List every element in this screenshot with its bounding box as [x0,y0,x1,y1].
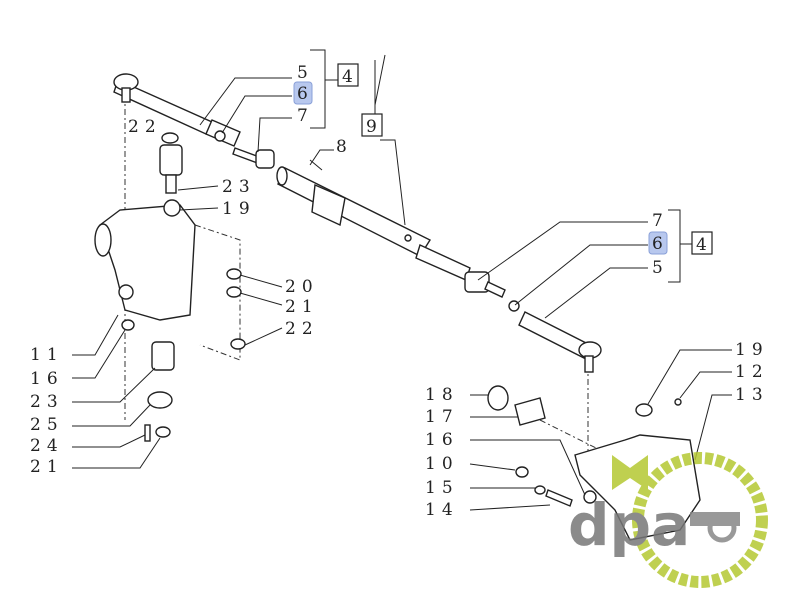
callout-nut-22-mid[interactable]: 22 [285,319,319,339]
callout-screw-24[interactable]: 24 [30,436,64,456]
callout-upper-6[interactable]: 6 [297,84,314,104]
callout-arm-13[interactable]: 13 [735,385,769,405]
callout-bush-19-right[interactable]: 19 [735,340,769,360]
callout-upper-assembly-4[interactable]: 4 [342,67,359,87]
dpa-logo: dpa [568,452,768,588]
callout-lower-7[interactable]: 7 [652,211,669,231]
steering-cylinder [276,159,471,281]
highlight-marker [293,81,313,105]
upper-tie-rod [113,73,275,169]
callout-bolt-8[interactable]: 8 [336,137,353,157]
leader-lines [72,49,732,511]
callout-nut-21-mid[interactable]: 21 [285,297,319,317]
callout-box [337,63,359,87]
callout-upper-7[interactable]: 7 [297,106,314,126]
callout-labels: 5674982223192021221116232524217654191213… [30,63,769,520]
callout-plate-25[interactable]: 25 [30,415,64,435]
logo-text: dpa [568,491,690,559]
callout-washer-10[interactable]: 10 [425,454,459,474]
callout-nut-15[interactable]: 15 [425,478,459,498]
callout-knuckle-11[interactable]: 11 [30,345,64,365]
lower-tie-rod [464,271,602,373]
callout-lower-5[interactable]: 5 [652,258,669,278]
callout-pin-23-top[interactable]: 23 [222,177,256,197]
steering-knuckle-left [94,132,246,442]
highlight-marker [648,231,668,255]
callout-lower-6[interactable]: 6 [652,234,669,254]
callout-bush-19-left[interactable]: 19 [222,199,256,219]
callout-seal-18[interactable]: 18 [425,385,459,405]
callout-assembly-9[interactable]: 9 [366,117,383,137]
callout-washer-20[interactable]: 20 [285,277,319,297]
callout-cap-16-right[interactable]: 16 [425,430,459,450]
callout-nut-22-top[interactable]: 22 [128,117,162,137]
callout-nut-21-bottom[interactable]: 21 [30,457,64,477]
callout-fitting-12[interactable]: 12 [735,362,769,382]
gear-logo-icon [632,452,768,588]
callout-cap-16-left[interactable]: 16 [30,369,64,389]
callout-pin-23-bottom[interactable]: 23 [30,392,64,412]
callout-box [691,231,713,255]
wheat-icon [612,455,648,490]
callout-upper-5[interactable]: 5 [297,63,314,83]
callout-bolt-14[interactable]: 14 [425,500,459,520]
axis-bracket-left [194,224,241,361]
callout-bush-17[interactable]: 17 [425,407,459,427]
callout-box [361,113,383,137]
callout-lower-assembly-4[interactable]: 4 [696,235,713,255]
